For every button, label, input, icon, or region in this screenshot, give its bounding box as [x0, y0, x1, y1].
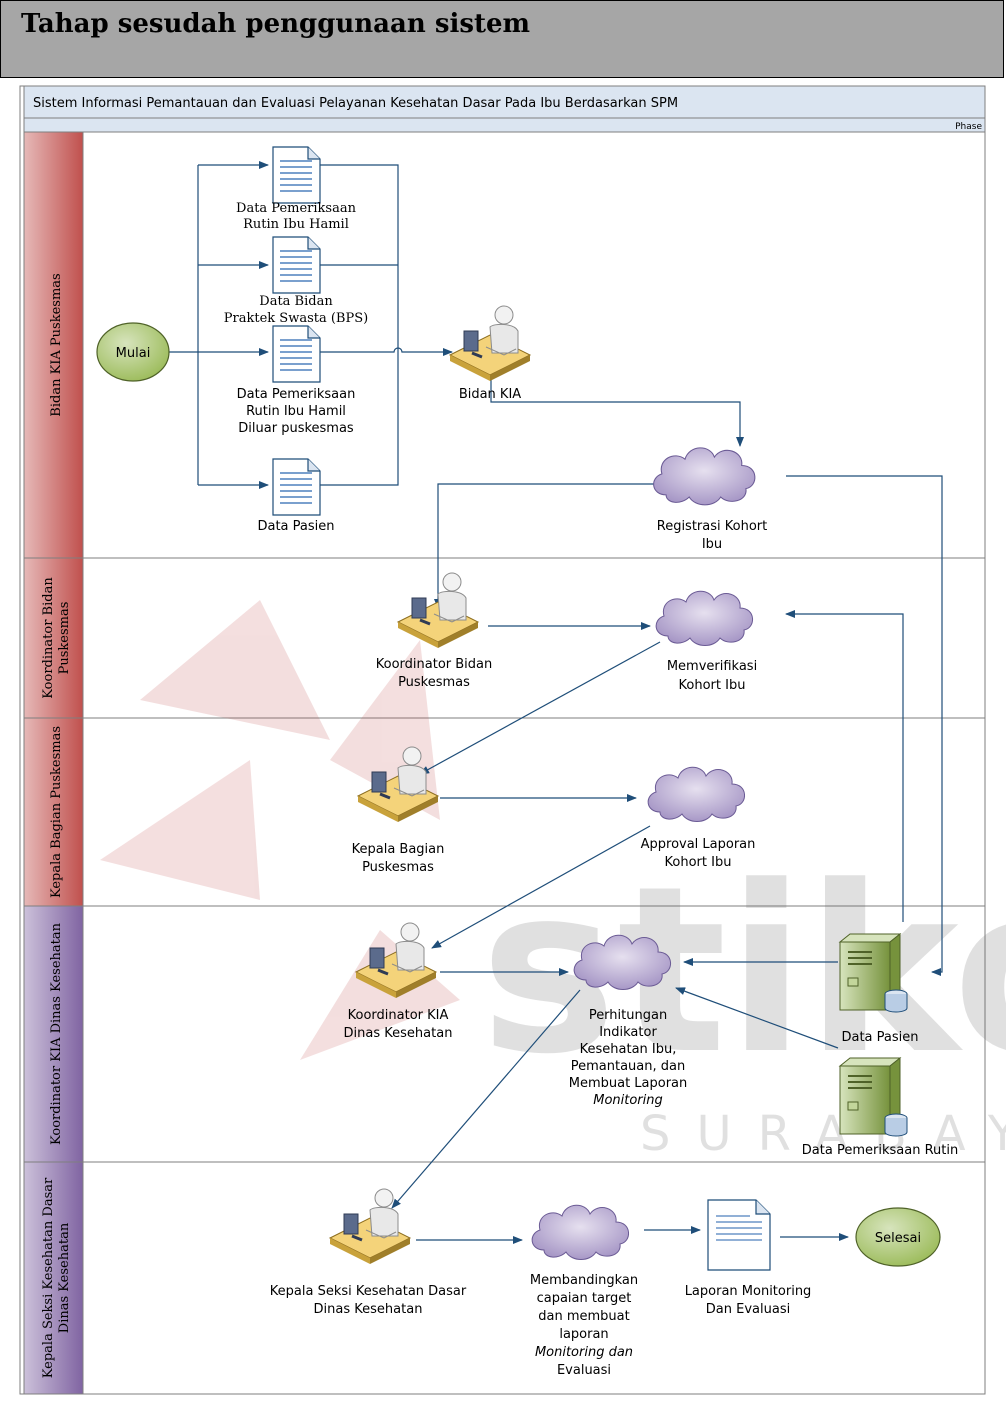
document-icon — [272, 325, 321, 383]
phase-label: Phase — [955, 122, 982, 132]
database-server-icon — [839, 933, 908, 1013]
lane-bidan-kia-puskesmas: Bidan KIA Puskesmas — [23, 131, 986, 559]
document-label: Data Pemeriksaan — [236, 201, 357, 216]
document-icon — [272, 236, 321, 294]
actor-label: Kepala Seksi Kesehatan Dasar — [270, 1284, 467, 1299]
process-label: Monitoring dan — [535, 1345, 633, 1360]
process-cloud-icon — [531, 1204, 630, 1260]
process-label: capaian target — [537, 1291, 632, 1306]
lane-kepala-seksi-kesehatan-dasar: Kepala Seksi Kesehatan Dasar Dinas Keseh… — [23, 1161, 986, 1395]
actor-label: Puskesmas — [398, 675, 470, 690]
phase-bar — [23, 117, 986, 133]
document-label: Praktek Swasta (BPS) — [224, 311, 368, 326]
document-label: Diluar puskesmas — [238, 421, 354, 436]
process-label: Ibu — [702, 537, 722, 552]
process-label: Perhitungan — [589, 1008, 667, 1023]
lane-label-line-2: Puskesmas — [57, 602, 72, 675]
process-cloud-icon — [653, 447, 756, 506]
process-label: Pemantauan, dan — [571, 1059, 685, 1074]
actor-label: Bidan KIA — [459, 387, 521, 402]
report-label: Laporan Monitoring — [685, 1284, 812, 1299]
document-label: Data Pemeriksaan — [237, 387, 356, 402]
svg-text:Mulai: Mulai — [116, 346, 151, 361]
document-label: Rutin Ibu Hamil — [243, 217, 349, 232]
process-label: Indikator — [599, 1025, 657, 1040]
connectors — [169, 161, 943, 1244]
lane-label: Koordinator KIA Dinas Kesehatan — [49, 922, 64, 1145]
actor-label: Kepala Bagian — [352, 842, 445, 857]
document-label: Data Bidan — [259, 294, 333, 309]
process-cloud-icon — [647, 766, 746, 822]
diagram-title-bar — [23, 85, 986, 119]
process-label: Kohort Ibu — [679, 678, 746, 693]
report-label: Dan Evaluasi — [706, 1302, 790, 1317]
actor-label: Koordinator KIA — [348, 1008, 449, 1023]
process-label: Kesehatan Ibu, — [580, 1042, 677, 1057]
actor-label: Puskesmas — [362, 860, 434, 875]
actor-label: Koordinator Bidan — [376, 657, 493, 672]
actor-label: Dinas Kesehatan — [314, 1302, 423, 1317]
database-server-icon — [839, 1057, 908, 1137]
lane-label: Kepala Bagian Puskesmas — [49, 726, 64, 898]
lane-label-line-1: Koordinator Bidan — [41, 577, 56, 699]
document-label: Rutin Ibu Hamil — [246, 404, 346, 419]
database-label: Data Pasien — [841, 1030, 918, 1045]
diagram-title: Sistem Informasi Pemantauan dan Evaluasi… — [33, 96, 678, 111]
end-terminator: Selesai — [855, 1207, 941, 1267]
document-icon — [272, 146, 321, 204]
process-label: dan membuat — [538, 1309, 629, 1324]
process-label: Approval Laporan — [641, 837, 756, 852]
lane-label: Bidan KIA Puskesmas — [49, 273, 64, 416]
process-cloud-icon — [655, 590, 754, 646]
svg-text:Selesai: Selesai — [875, 1231, 921, 1246]
page-heading: Tahap sesudah penggunaan sistem — [21, 9, 531, 39]
process-label: Evaluasi — [557, 1363, 611, 1378]
process-label: Membuat Laporan — [569, 1076, 688, 1091]
report-document-icon — [707, 1199, 771, 1271]
database-label: Data Pemeriksaan Rutin — [802, 1143, 958, 1158]
start-terminator: Mulai — [96, 322, 170, 382]
process-label: Memverifikasi — [667, 659, 757, 674]
lane-label-line-2: Dinas Kesehatan — [57, 1222, 72, 1333]
process-label: laporan — [559, 1327, 608, 1342]
process-label: Kohort Ibu — [665, 855, 732, 870]
watermark: stikom SURABAYA — [100, 600, 1006, 1162]
actor-label: Dinas Kesehatan — [344, 1026, 453, 1041]
document-label: Data Pasien — [257, 519, 334, 534]
process-label: Membandingkan — [530, 1273, 638, 1288]
person-at-desk-icon — [448, 304, 532, 383]
document-icon — [272, 458, 321, 516]
watermark-text: SURABAYA — [640, 1106, 1006, 1162]
process-label: Monitoring — [593, 1093, 663, 1108]
page-heading-bar: Tahap sesudah penggunaan sistem — [0, 0, 1004, 78]
process-label: Registrasi Kohort — [657, 519, 767, 534]
lane-label-line-1: Kepala Seksi Kesehatan Dasar — [41, 1177, 56, 1378]
